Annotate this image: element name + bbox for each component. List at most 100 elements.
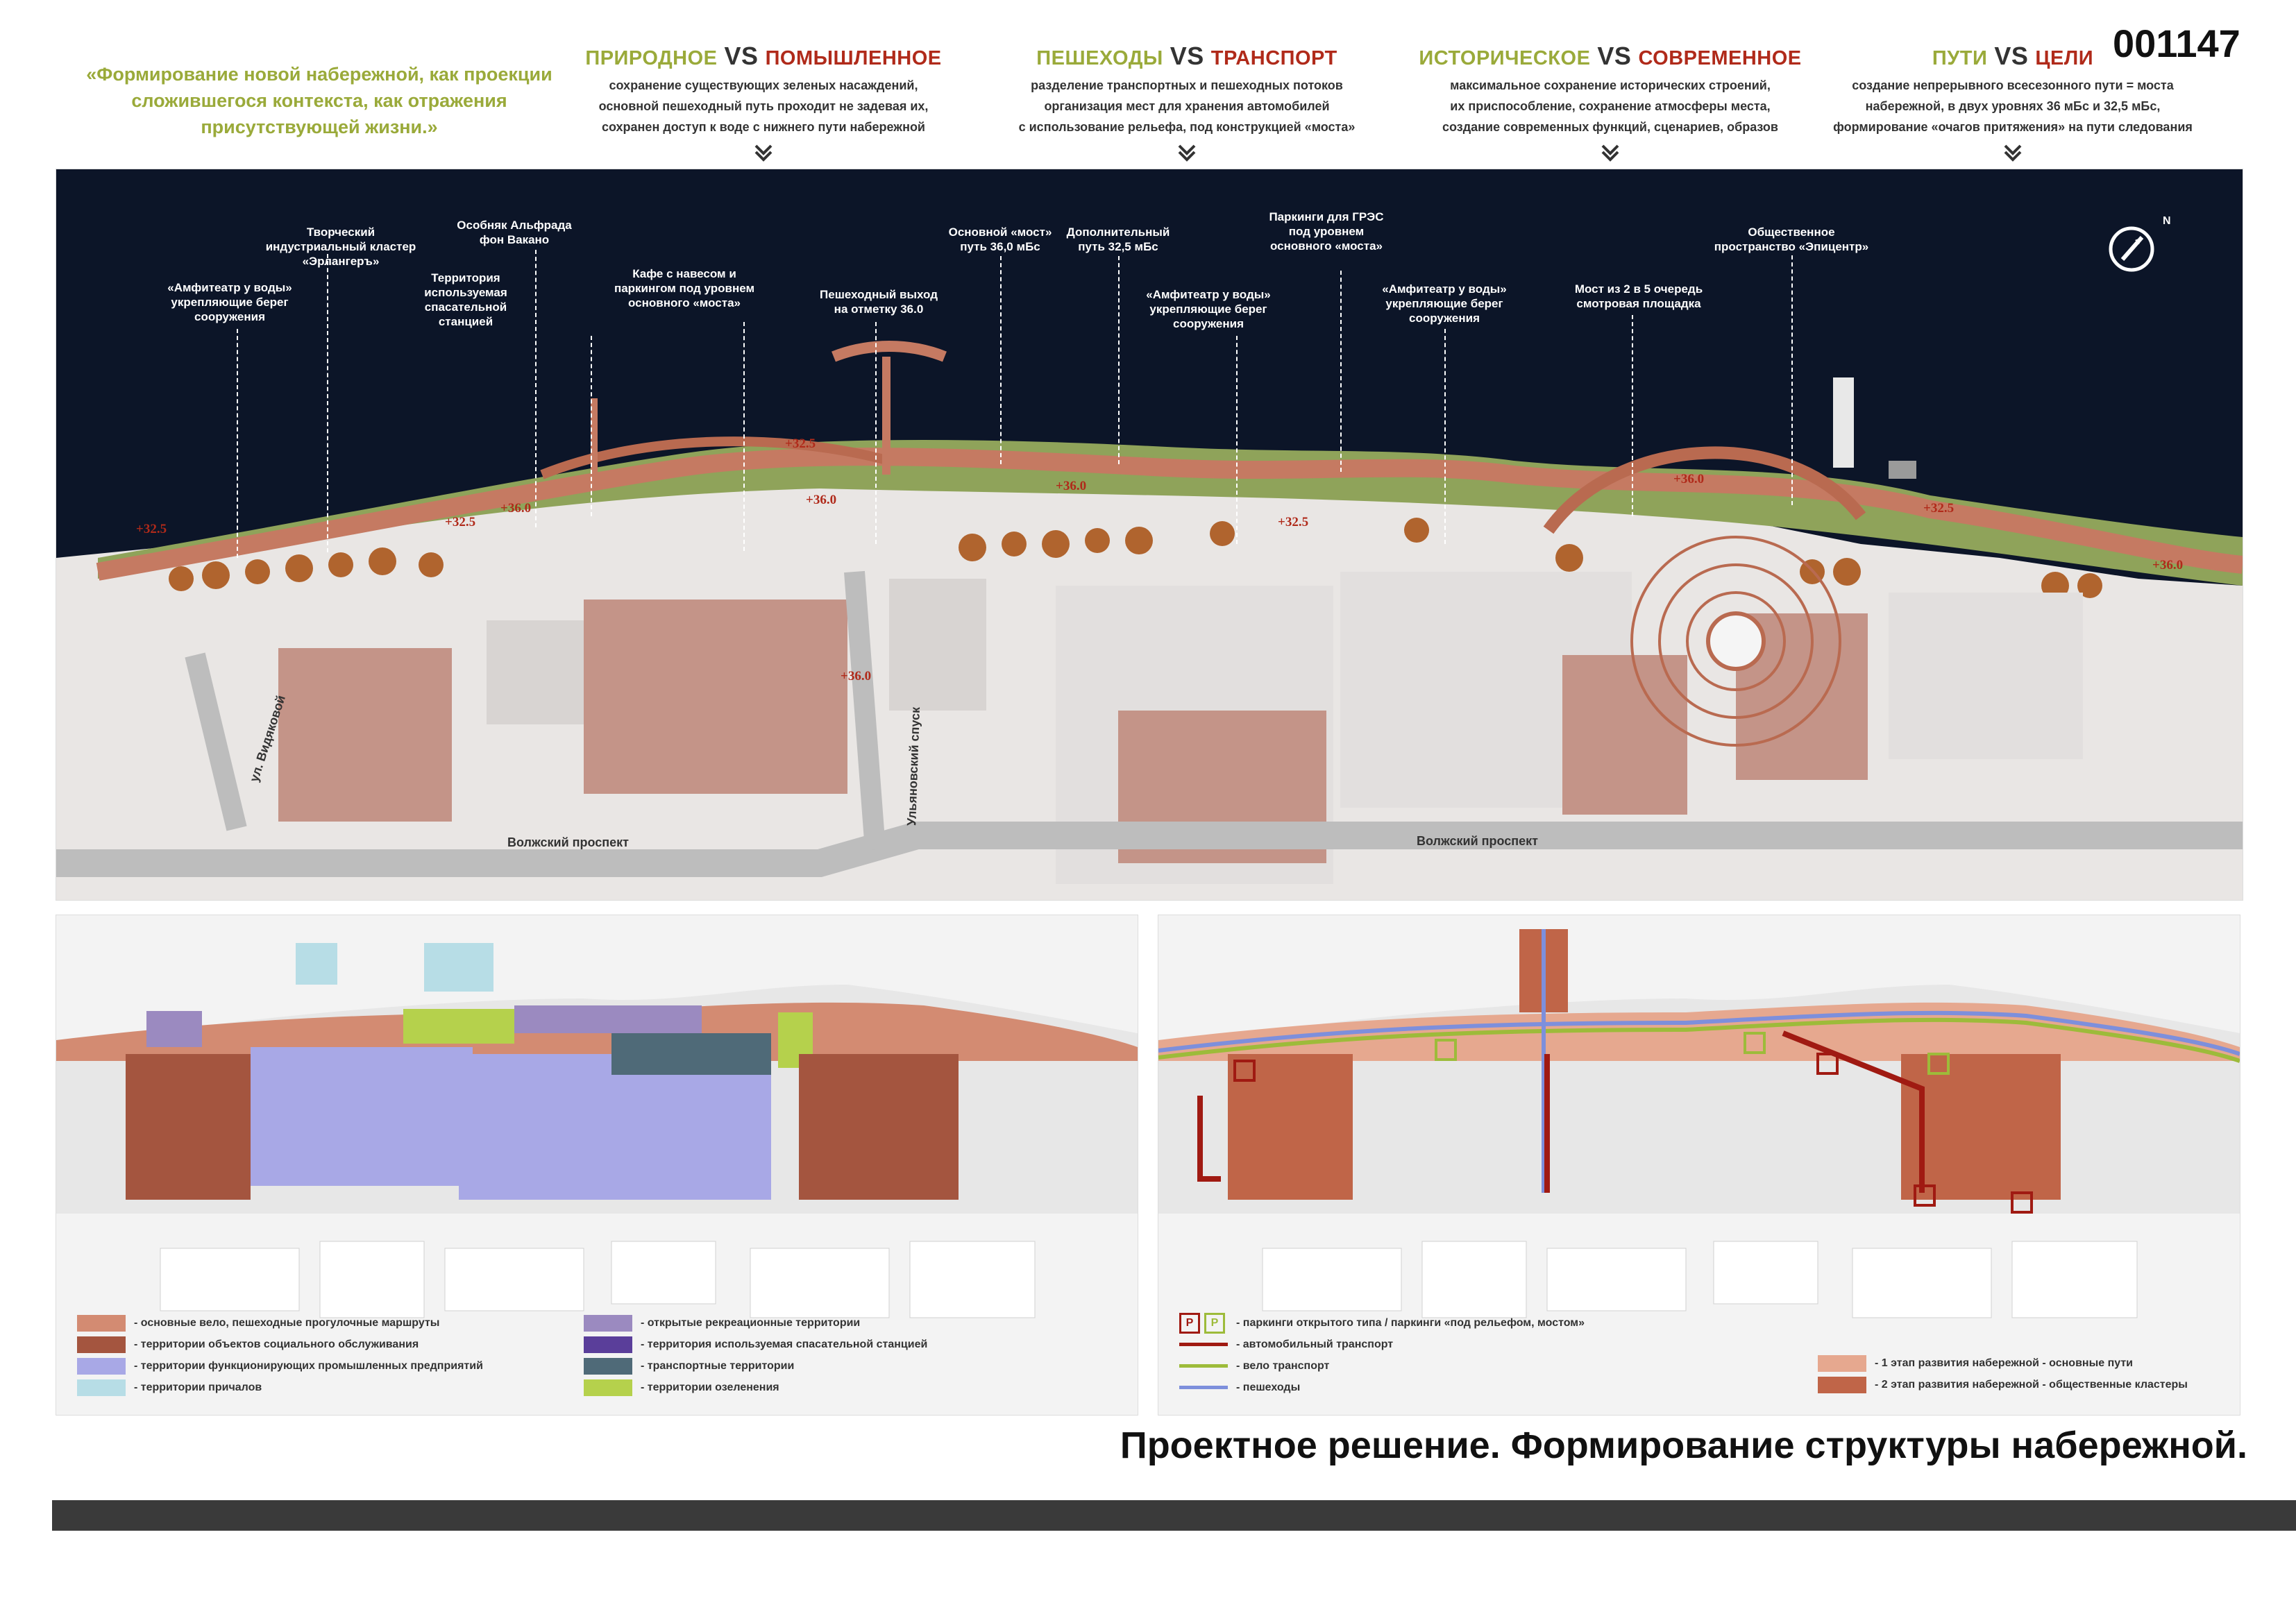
legend-label: - территория используемая спасательной с… [641,1338,928,1350]
chevron-down-icon [1601,144,1619,162]
callout-rescue: Территория используемая спасательной ста… [424,271,507,328]
main-bridge-route [96,448,2243,581]
legend-label: - 2 этап развития набережной - обществен… [1875,1378,2188,1391]
legend-item: - территории функционирующих промышленны… [77,1355,483,1377]
bike-line-icon [1179,1364,1228,1368]
pier-small [591,398,598,482]
epicenter-core [1706,611,1766,671]
chevron-down-icon [2004,144,2022,162]
vs-right-label: ПОМЫШЛЕННОЕ [765,47,942,69]
vs-label: VS [1597,42,1632,70]
parking-icon: P P [1179,1312,1228,1334]
legend-label: - транспортные территории [641,1359,795,1372]
legend-label: - вело транспорт [1236,1359,1330,1372]
legend-item: - транспортные территории [584,1355,927,1377]
callout-amphitheater-2: «Амфитеатр у воды» укрепляющие берег соо… [1146,288,1271,330]
stage-legend: - 1 этап развития набережной - основные … [1818,1352,2188,1395]
elevation-mark: +36.0 [841,669,872,683]
vs-right-label: ЦЕЛИ [2035,47,2094,69]
legend-swatch [584,1314,632,1332]
legend-item: - открытые рекреационные территории [584,1312,927,1334]
vs-desc-line: основной пешеходный путь проходит не зад… [598,99,929,113]
legend-label: - открытые рекреационные территории [641,1316,861,1329]
chevron-down-icon [1178,144,1196,162]
sheet-caption: Проектное решение. Формирование структур… [1120,1425,2247,1466]
callout-mansion: Особняк Альфрада фон Вакано [457,219,572,246]
footer-bar [52,1500,2296,1531]
legend-item: - территории причалов [77,1377,483,1398]
movement-scheme-panel: P P - паркинги открытого типа / паркинги… [1158,915,2240,1416]
vs-desc-line: организация мест для хранения автомобиле… [1044,99,1330,113]
legend-swatch [77,1379,126,1396]
legend-label: - 1 этап развития набережной - основные … [1875,1357,2134,1369]
legend-item: - 2 этап развития набережной - обществен… [1818,1374,2188,1395]
vidyakovoy-street [185,652,247,831]
legend-swatch [1818,1376,1866,1393]
elevation-mark: +32.5 [785,436,816,451]
elevation-mark: +32.5 [136,522,167,536]
vs-desc-line: сохранен доступ к воде с нижнего пути на… [601,120,925,134]
boat [1889,461,1916,479]
elevation-mark: +36.0 [1056,479,1087,493]
legend-swatch [77,1314,126,1332]
vs-left-label: ИСТОРИЧЕСКОЕ [1419,47,1591,69]
chevron-down-icon [754,144,773,162]
vs-desc-line: создание непрерывного всесезонного пути … [1852,78,2174,92]
movement-scheme [1158,915,2240,1415]
observation-bridge [1543,446,1866,534]
north-label: N [2163,215,2171,227]
zoning-scheme [56,915,1138,1415]
legend-swatch [584,1357,632,1375]
epicenter-rings [1630,536,1841,747]
pier [832,341,947,362]
vs-desc-line: набережной, в двух уровнях 36 мБс и 32,5… [1865,99,2161,113]
car-line-icon [1179,1343,1228,1346]
elevation-mark: +36.0 [500,501,532,516]
masterplan-render: «Амфитеатр у воды» укрепляющие берег соо… [56,169,2243,901]
legend-item: - территория используемая спасательной с… [584,1334,927,1355]
buildings [278,572,2083,884]
elevation-mark: +36.0 [2152,558,2184,572]
legend-item: - вело транспорт [1179,1355,1585,1377]
vs-label: VS [1170,42,1204,70]
legend-swatch [77,1357,126,1375]
elevation-mark: +32.5 [1923,501,1955,516]
legend-label: - автомобильный транспорт [1236,1338,1394,1350]
legend-label: - территории причалов [134,1381,262,1393]
callout-extra-route: Дополнительный путь 32,5 мБс [1066,226,1170,253]
elevation-mark: +36.0 [806,493,837,507]
legend-item: - автомобильный транспорт [1179,1334,1585,1355]
callout-cafe: Кафе с навесом и паркингом под уровнем о… [614,267,755,309]
legend-label: - пешеходы [1236,1381,1301,1393]
legend-swatch [584,1379,632,1396]
legend-item: - основные вело, пешеходные прогулочные … [77,1312,483,1334]
vs-left-label: ПЕШЕХОДЫ [1036,47,1163,69]
vs-left-label: ПУТИ [1932,47,1988,69]
legend-label: - территории озеленения [641,1381,779,1393]
street-label: Волжский проспект [1417,834,1538,848]
vs-desc-line: с использование рельефа, под конструкцие… [1018,120,1356,134]
vs-label: VS [724,42,759,70]
legend-label: - основные вело, пешеходные прогулочные … [134,1316,440,1329]
zoning-legend-mid: - открытые рекреационные территории - те… [584,1312,927,1398]
movement-legend: P P - паркинги открытого типа / паркинги… [1179,1312,1585,1398]
callout-exit: Пешеходный выход на отметку 36.0 [820,288,938,316]
vs-desc-line: создание современных функций, сценариев,… [1442,120,1778,134]
legend-item: - территории озеленения [584,1377,927,1398]
sheet-number: 001147 [2113,22,2240,65]
north-arrow-icon [2109,226,2154,272]
legend-item: - пешеходы [1179,1377,1585,1398]
vs-right-label: ТРАНСПОРТ [1210,47,1337,69]
vs-right-label: СОВРЕМЕННОЕ [1638,47,1802,69]
vs-desc-line: формирование «очагов притяжения» на пути… [1833,120,2193,134]
callout-cluster: Творческий индустриальный кластер «Эрлан… [265,226,416,268]
street-label: Волжский проспект [507,835,629,849]
callout-observation-bridge: Мост из 2 в 5 очередь смотровая площадка [1574,282,1703,310]
legend-item: - территории объектов социального обслуж… [77,1334,483,1355]
vs-left-label: ПРИРОДНОЕ [585,47,718,69]
vs-desc-line: максимальное сохранение исторических стр… [1450,78,1771,92]
concept-quote: «Формирование новой набережной, как прое… [86,64,552,137]
legend-item: - 1 этап развития набережной - основные … [1818,1352,2188,1374]
